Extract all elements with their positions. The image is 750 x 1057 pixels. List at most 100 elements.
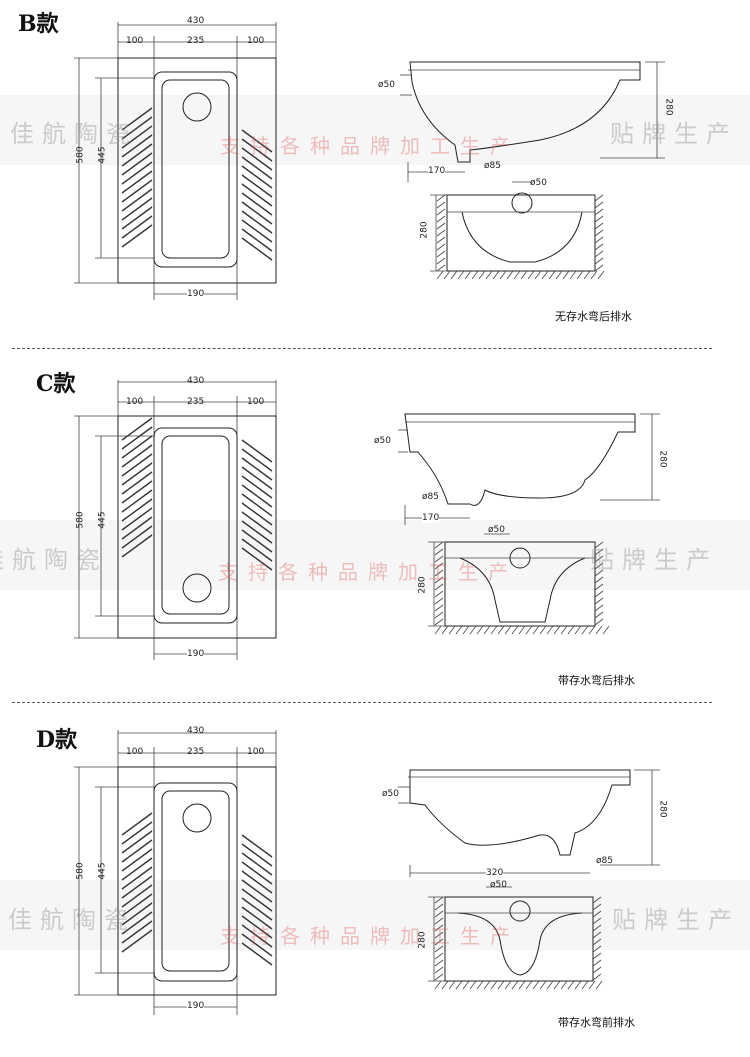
ground-hatch-line — [546, 980, 554, 990]
c-dim-outlet: ø85 — [422, 492, 439, 502]
d-dim-offset: 320 — [486, 868, 504, 878]
watermark-mid-1: 支持各种品牌加工生产 — [220, 134, 520, 158]
ground-hatch-line — [574, 625, 582, 635]
ground-hatch-line — [594, 208, 604, 216]
ground-hatch-line — [527, 270, 535, 280]
ground-hatch-line — [483, 980, 491, 990]
ground-hatch-line — [520, 270, 528, 280]
c-dim-side-b: 100 — [247, 397, 265, 407]
ground-hatch-line — [434, 597, 444, 605]
c-caption: 带存水弯后排水 — [558, 674, 635, 687]
hatch-line — [241, 484, 273, 508]
hatch-line — [121, 534, 153, 558]
hatch-line — [121, 507, 153, 531]
ground-hatch-line — [525, 980, 533, 990]
ground-hatch-line — [506, 270, 514, 280]
hatch-line — [121, 884, 153, 908]
ground-hatch-line — [436, 270, 444, 280]
d-dim-outlet: ø85 — [596, 856, 613, 866]
hatch-line — [241, 861, 273, 885]
c-dim-bottom: 190 — [187, 649, 205, 659]
ground-hatch-line — [492, 270, 500, 280]
hatch-line — [121, 170, 153, 194]
hatch-line — [241, 906, 273, 930]
ground-hatch-line — [434, 562, 444, 570]
hatch-line — [121, 902, 153, 926]
hatch-line — [241, 439, 273, 463]
d-dim-total: 430 — [187, 726, 205, 736]
b-dim-inner: 235 — [187, 36, 205, 46]
ground-hatch-line — [594, 541, 604, 549]
section-c-title: C款 — [36, 371, 76, 397]
ground-hatch-line — [594, 194, 604, 202]
hatch-line — [241, 129, 273, 153]
ground-hatch-line — [434, 973, 444, 981]
ground-hatch-line — [448, 625, 456, 635]
ground-hatch-line — [476, 625, 484, 635]
hatch-line — [121, 215, 153, 239]
hatch-line — [241, 538, 273, 562]
hatch-line — [121, 161, 153, 185]
hatch-line — [241, 520, 273, 544]
ground-hatch-line — [434, 625, 442, 635]
hatch-line — [121, 857, 153, 881]
ground-hatch-line — [534, 270, 542, 280]
ground-hatch-line — [511, 625, 519, 635]
ground-hatch-line — [546, 625, 554, 635]
hatch-line — [121, 830, 153, 854]
ground-hatch-line — [590, 270, 598, 280]
ground-hatch-line — [497, 980, 505, 990]
hatch-line — [121, 152, 153, 176]
hatch-line — [121, 453, 153, 477]
b-dim-side-a: 100 — [126, 36, 144, 46]
ground-hatch-line — [471, 270, 479, 280]
hatch-line — [121, 206, 153, 230]
hatch-line — [241, 879, 273, 903]
ground-hatch-line — [541, 270, 549, 280]
ground-hatch-line — [567, 625, 575, 635]
ground-hatch-line — [436, 208, 446, 216]
hatch-line — [121, 197, 153, 221]
hatch-line — [241, 529, 273, 553]
hatch-line — [241, 915, 273, 939]
hatch-line — [121, 516, 153, 540]
b-caption: 无存水弯后排水 — [555, 310, 632, 323]
ground-hatch-line — [469, 625, 477, 635]
watermark-mid-3: 支持各种品牌加工生产 — [220, 924, 520, 948]
c-dim-inner: 235 — [187, 397, 205, 407]
section-d-drawing — [74, 730, 660, 1015]
ground-hatch-line — [434, 618, 444, 626]
ground-hatch-line — [441, 980, 449, 990]
ground-hatch-line — [443, 270, 451, 280]
ground-hatch-line — [464, 270, 472, 280]
ground-hatch-line — [597, 270, 605, 280]
ground-hatch-line — [592, 952, 602, 960]
hatch-line — [121, 848, 153, 872]
b-dim-outlet: ø85 — [484, 161, 501, 171]
ground-hatch-line — [483, 625, 491, 635]
ground-hatch-line — [450, 270, 458, 280]
hatch-line — [121, 435, 153, 459]
hatch-line — [121, 911, 153, 935]
ground-hatch-line — [548, 270, 556, 280]
ground-hatch-line — [592, 903, 602, 911]
ground-hatch-line — [434, 945, 444, 953]
ground-hatch-line — [594, 604, 604, 612]
ground-hatch-line — [562, 270, 570, 280]
ground-hatch-line — [594, 548, 604, 556]
ground-hatch-line — [462, 980, 470, 990]
c-dim-offset: 170 — [422, 513, 440, 523]
ground-hatch-line — [457, 270, 465, 280]
ground-hatch-line — [448, 980, 456, 990]
ground-hatch-line — [594, 576, 604, 584]
ground-hatch-line — [594, 562, 604, 570]
ground-hatch-line — [594, 250, 604, 258]
ground-hatch-line — [594, 264, 604, 272]
ground-hatch-line — [434, 924, 444, 932]
hatch-line — [241, 237, 273, 261]
ground-hatch-line — [490, 625, 498, 635]
c-dim-length: 580 — [75, 511, 86, 529]
hatch-line — [241, 201, 273, 225]
ground-hatch-line — [436, 222, 446, 230]
hatch-line — [241, 138, 273, 162]
